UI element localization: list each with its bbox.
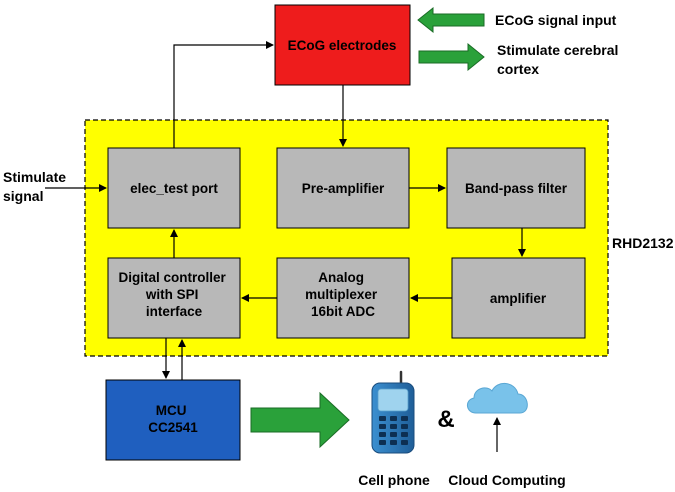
analog-mux-label-line2: multiplexer	[305, 287, 378, 302]
analog-mux-label-line3: 16bit ADC	[311, 304, 375, 319]
mcu-label-line2: CC2541	[148, 420, 198, 435]
stimulate-signal-label-line2: signal	[3, 188, 43, 204]
digital-controller-label-line2: with SPI	[145, 287, 199, 302]
elec-test-port-block	[107, 147, 241, 229]
mcu-label-line1: MCU	[156, 403, 187, 418]
digital-controller-block	[107, 257, 241, 339]
rhd2132-label: RHD2132	[612, 235, 674, 251]
ecog-electrodes-label: ECoG electrodes	[288, 38, 397, 53]
ecog-signal-input-label: ECoG signal input	[495, 12, 617, 28]
band-pass-filter-label: Band-pass filter	[465, 181, 568, 196]
elec-test-port-label: elec_test port	[130, 181, 218, 196]
digital-controller-label-line3: interface	[146, 304, 203, 319]
cell-phone-icon	[371, 370, 415, 454]
analog-mux-label-line1: Analog	[318, 270, 364, 285]
svg-text:Stimulate signal: Stimulate signal	[3, 169, 70, 204]
mcu-block	[105, 379, 241, 461]
stimulate-signal-label-line1: Stimulate	[3, 169, 66, 185]
svg-text:MCU CC2541: MCU CC2541	[148, 403, 198, 435]
stimulate-cortex-label-line2: cortex	[497, 61, 539, 77]
arrow-elec-test-to-ecog	[173, 41, 274, 148]
digital-controller-label-line1: Digital controller	[118, 270, 226, 285]
svg-text:Digital controller with SP: Digital controller with SPI interface	[118, 270, 229, 319]
pre-amplifier-block	[276, 147, 410, 229]
green-arrow-mcu-to-devices	[250, 391, 350, 449]
band-pass-filter-block	[446, 147, 586, 229]
svg-text:Analog multiplexer 16b: Analog multiplexer 16bit ADC	[305, 270, 381, 319]
analog-mux-adc-block	[276, 257, 410, 339]
stimulate-cortex-label-line1: Stimulate cerebral	[497, 42, 618, 58]
green-arrow-stimulate-cortex	[418, 42, 485, 72]
ampersand-label: &	[437, 406, 454, 433]
pre-amplifier-label: Pre-amplifier	[302, 181, 385, 196]
svg-text:Stimulate cerebral cortex: Stimulate cerebral cortex	[497, 42, 622, 77]
cloud-upload-icon	[467, 383, 528, 452]
cell-phone-label: Cell phone	[358, 472, 430, 488]
amplifier-label: amplifier	[490, 291, 547, 306]
green-arrow-ecog-input	[417, 6, 485, 34]
cloud-computing-label: Cloud Computing	[448, 472, 565, 488]
ecog-electrodes-block	[274, 4, 411, 86]
amplifier-block	[451, 257, 586, 339]
